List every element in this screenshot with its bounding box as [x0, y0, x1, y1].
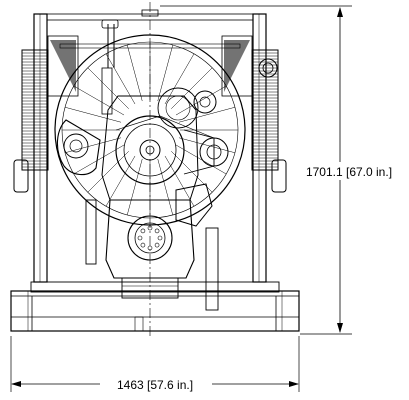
- height-dimension: 1701.1 [67.0 in.]: [160, 5, 408, 335]
- base-skid: [10, 281, 300, 332]
- width-dimension-label: 1463 [57.6 in.]: [117, 378, 193, 392]
- height-dimension-label: 1701.1 [67.0 in.]: [306, 165, 392, 179]
- engine-block: [56, 19, 229, 311]
- width-dimension: 1463 [57.6 in.]: [10, 336, 300, 393]
